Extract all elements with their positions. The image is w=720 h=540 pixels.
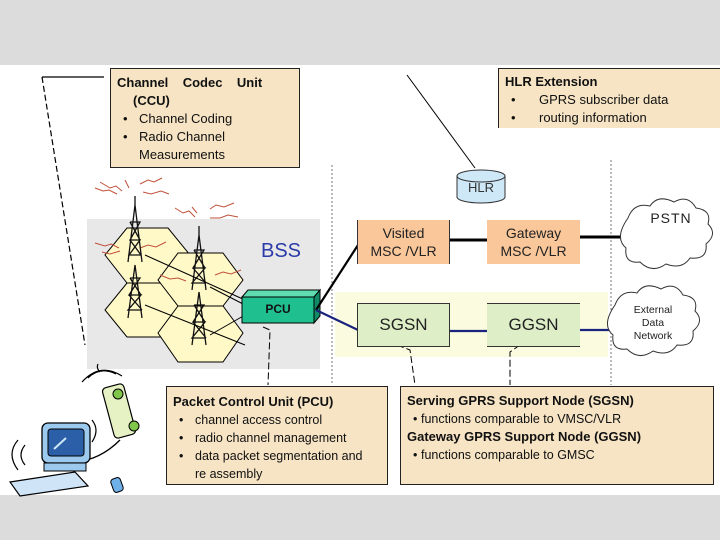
tower-icon — [127, 196, 143, 263]
external-network-label-3: Network — [633, 330, 673, 342]
tower-pcu-links — [144, 254, 246, 346]
external-network-cloud-icon — [607, 285, 700, 356]
pcu-note-title: Packet Control Unit (PCU) — [173, 394, 334, 409]
sgsn-note-item: functions comparable to VMSC/VLR — [407, 410, 707, 428]
gsn-note: Serving GPRS Support Node (SGSN) functio… — [400, 386, 714, 485]
ccu-callout-dashed — [41, 76, 86, 346]
sgsn-callout-leader — [396, 344, 416, 386]
pcu-callout-leader — [262, 326, 271, 386]
ccu-note-item: Channel Coding — [117, 110, 293, 128]
hlr-extension-title: HLR Extension — [505, 74, 598, 89]
tower-icon — [190, 291, 207, 346]
visited-msc-node: Visited MSC /VLR — [357, 220, 450, 264]
sgsn-node: SGSN — [357, 303, 450, 347]
hlr-extension-item: GPRS subscriber data — [505, 91, 714, 109]
pstn-cloud-icon — [620, 198, 713, 269]
hlr-extension-item: routing information — [505, 109, 714, 127]
ggsn-note-title: Gateway GPRS Support Node (GGSN) — [407, 429, 642, 444]
ccu-note-title: Channel Codec Unit — [117, 75, 263, 90]
external-network-label: External Data Network — [618, 304, 688, 343]
radio-signal-waves — [94, 177, 242, 282]
bss-label: BSS — [261, 240, 302, 262]
pcu-box — [240, 288, 322, 325]
cell-towers — [126, 196, 207, 346]
ggsn-node: GGSN — [487, 303, 580, 347]
ccu-note: Channel Codec Unit (CCU) Channel Coding … — [110, 68, 300, 168]
ggsn-callout-leader — [509, 344, 521, 385]
ggsn-note-item: functions comparable to GMSC — [407, 446, 707, 464]
tower-icon — [126, 264, 143, 319]
ccu-note-title-abbr: (CCU) — [133, 93, 170, 108]
gateway-msc-node: Gateway MSC /VLR — [487, 220, 580, 264]
hlr-label: HLR — [467, 180, 494, 195]
sgsn-note-title: Serving GPRS Support Node (SGSN) — [407, 393, 634, 408]
gateway-msc-label-2: MSC /VLR — [500, 243, 567, 259]
cell-hexagons — [104, 227, 244, 363]
gateway-msc-label-1: Gateway — [505, 225, 562, 241]
external-network-label-1: External — [633, 304, 673, 316]
hlr-connector — [406, 74, 476, 169]
visited-msc-label-1: Visited — [382, 225, 425, 241]
pstn-label: PSTN — [650, 210, 692, 226]
cell-hex — [157, 305, 244, 363]
pcu-note-item: data packet segmentation and re assembly — [173, 447, 365, 483]
pcu-note-item: radio channel management — [173, 429, 381, 447]
pcu-msc-link — [315, 244, 359, 311]
visited-msc-label-2: MSC /VLR — [370, 243, 437, 259]
ccu-note-item: Radio Channel Measurements — [117, 128, 249, 164]
hlr-database-icon — [456, 169, 506, 204]
tower-icon — [190, 226, 207, 291]
pcu-sgsn-link — [315, 309, 359, 331]
pcu-note: Packet Control Unit (PCU) channel access… — [166, 386, 388, 485]
mobile-computer-icon — [8, 363, 140, 497]
pcu-note-item: channel access control — [173, 411, 381, 429]
hlr-extension-note: HLR Extension GPRS subscriber data routi… — [498, 68, 720, 128]
pcu-label: PCU — [265, 302, 291, 316]
external-network-label-2: Data — [641, 317, 665, 329]
